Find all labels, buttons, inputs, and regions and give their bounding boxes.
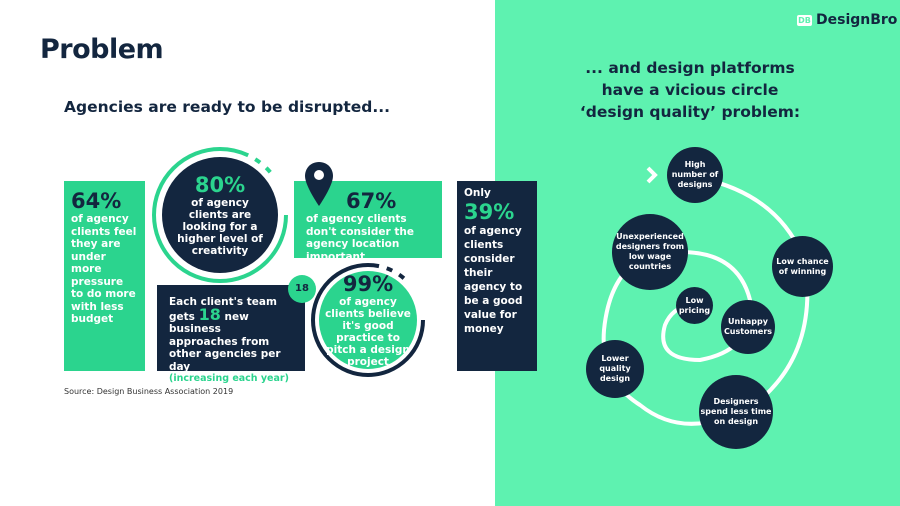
stat-text: new business approaches from other agenc… <box>169 310 281 373</box>
right-heading: ... and design platforms have a vicious … <box>560 57 820 123</box>
stat-value: 99% <box>342 272 394 296</box>
stat-note: (increasing each year) <box>169 373 289 384</box>
stat-18-badge: 18 <box>288 275 316 303</box>
stat-39-card: Only 39% of agency clients consider thei… <box>457 181 537 371</box>
cycle-node: Low pricing <box>676 287 713 324</box>
stat-99-circle: 99% of agency clients believe it's good … <box>319 271 417 369</box>
cycle-node: Low chance of winning <box>772 236 833 297</box>
stat-80-circle: 80% of agency clients are looking for a … <box>162 157 278 273</box>
stat-text: of agency clients believe it's good prac… <box>325 296 411 368</box>
stat-text: of agency clients don't consider the age… <box>306 213 414 263</box>
cycle-node: Unexperienced designers from low wage co… <box>612 214 688 290</box>
ring-99 <box>311 263 425 377</box>
stat-64-card: 64% of agency clients feel they are unde… <box>64 181 145 371</box>
brand-name: DesignBro <box>816 12 898 28</box>
stat-value: 80% <box>194 173 246 197</box>
stat-value: 64% <box>71 189 122 213</box>
stat-text: of agency clients are looking for a high… <box>177 197 263 257</box>
stat-value: 67% <box>346 189 397 213</box>
page-title: Problem <box>40 34 164 65</box>
ring-80 <box>152 147 288 283</box>
stat-text: of agency clients consider their agency … <box>464 224 523 335</box>
stat-prefix: Only <box>464 187 491 199</box>
cycle-node: Lower quality design <box>586 340 644 398</box>
stat-text: of agency clients feel they are under mo… <box>71 213 137 325</box>
cycle-node: Designers spend less time on design <box>699 375 773 449</box>
stat-18-card: Each client's team gets 18 new business … <box>157 285 305 384</box>
stat-value: 39% <box>464 199 515 224</box>
stat-value: 18 <box>198 304 221 324</box>
subtitle: Agencies are ready to be disrupted... <box>64 98 391 116</box>
location-pin-icon <box>305 162 333 206</box>
chevron-right-icon <box>646 166 658 184</box>
stat-text: Each client's team gets <box>169 296 277 323</box>
right-heading-line: have a vicious circle <box>601 81 779 99</box>
cycle-node: Unhappy Customers <box>721 300 775 354</box>
brand-logo: DB DesignBro <box>797 12 897 28</box>
right-heading-line: ‘design quality’ problem: <box>579 103 801 121</box>
cycle-node: High number of designs <box>667 147 723 203</box>
right-heading-line: ... and design platforms <box>585 59 795 77</box>
source-note: Source: Design Business Association 2019 <box>64 387 234 396</box>
logo-mark-icon: DB <box>797 14 812 26</box>
